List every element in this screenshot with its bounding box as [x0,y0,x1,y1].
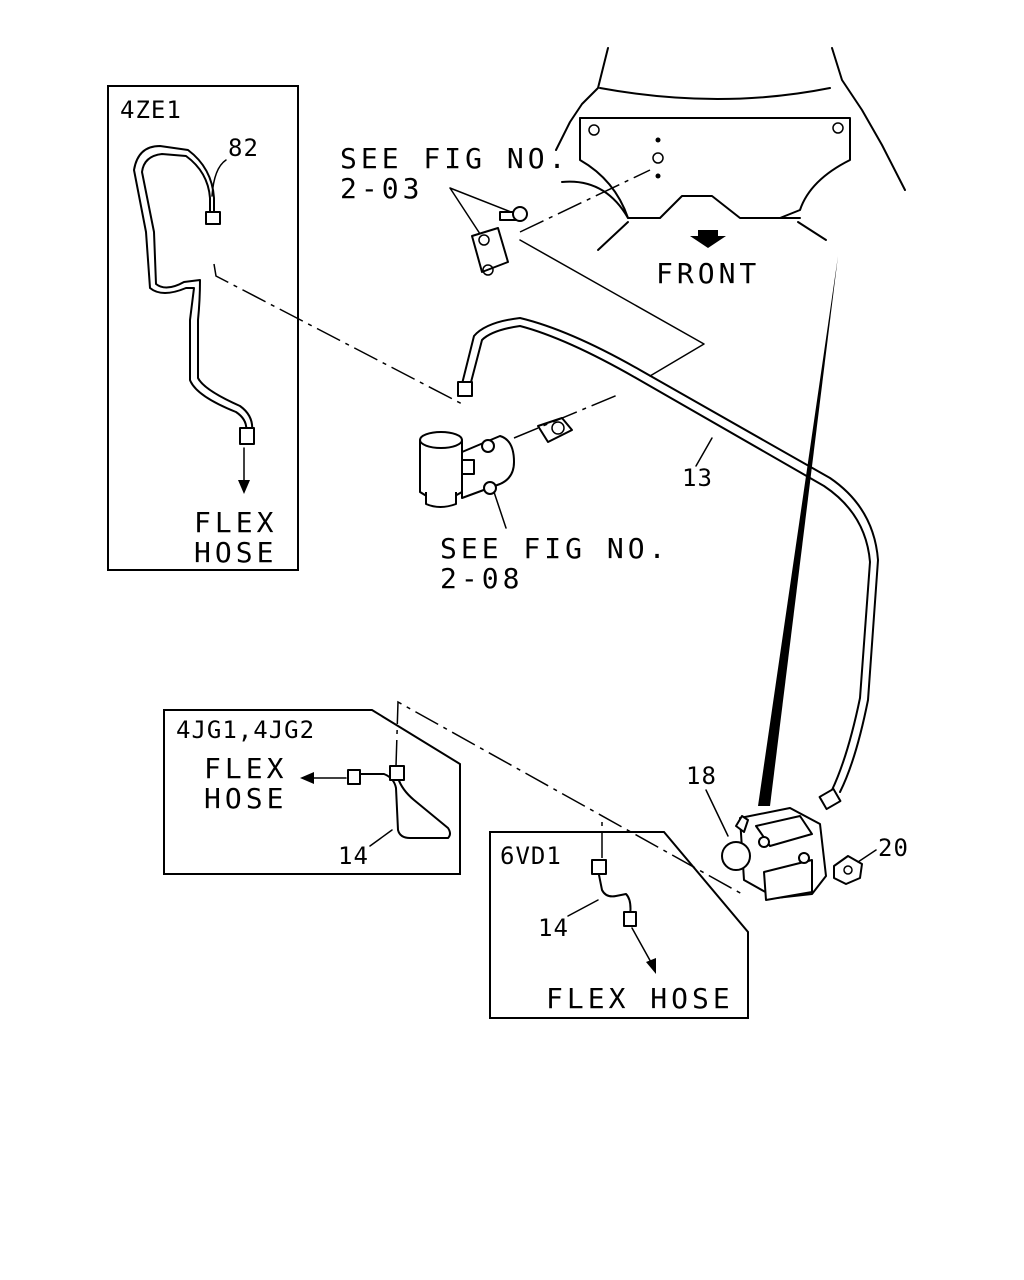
see-fig-208-leader [493,491,507,529]
callout-14-4jg-leader [369,829,393,847]
frame-rail-wedge [758,256,838,806]
flex-hose-4ze1-line1: FLEX [194,506,277,539]
callout-13: 13 [682,464,713,492]
see-fig-208-line2: 2-08 [440,562,523,595]
callout-14-4jg: 14 [338,842,369,870]
leader-203-to-pipe [519,239,705,377]
callout-20-leader [857,849,877,863]
vehicle-body-outline [519,47,906,251]
callout-20: 20 [878,834,909,862]
engine-4jg-box [163,709,461,875]
front-arrow-icon [690,230,726,248]
callout-18: 18 [686,762,717,790]
engine-4ze1-box [107,85,299,571]
flex-hose-arrow-4jg [300,772,347,784]
callout-82: 82 [228,134,259,162]
leader-4ze1-to-master-cylinder [213,263,467,407]
callout-14-6vd1: 14 [538,914,569,942]
engine-4jg-label: 4JG1,4JG2 [176,716,315,744]
bracket-bolt-part [471,206,528,276]
leader-mc-pushrod [513,393,621,439]
see-fig-203-line1: SEE FIG NO. [340,142,569,175]
pipe-82 [133,145,255,445]
pipe-14-4jg [347,765,451,839]
clutch-slave-cylinder [721,807,827,901]
see-fig-208-line1: SEE FIG NO. [440,532,669,565]
pipe-13 [457,317,879,811]
flex-hose-arrow-4ze1 [238,447,250,494]
flex-hose-4jg-line2: HOSE [204,782,287,815]
callout-13-leader [695,437,713,467]
engine-6vd1-label: 6VD1 [500,842,562,870]
pipe-14-6vd1 [591,859,637,927]
engine-6vd1-box [489,831,749,1019]
leader-4jg-to-slave [395,700,743,895]
callout-18-leader [705,789,729,837]
nut-20 [833,855,863,885]
clutch-master-cylinder [419,417,573,508]
see-fig-203-line2: 2-03 [340,172,423,205]
callout-14-6vd1-leader [567,899,599,917]
engine-4ze1-label: 4ZE1 [120,96,182,124]
flex-hose-4jg-line1: FLEX [204,752,287,785]
front-label: FRONT [656,257,760,290]
flex-hose-6vd1: FLEX HOSE [546,982,734,1015]
see-fig-203-leaders [449,187,517,241]
flex-hose-4ze1-line2: HOSE [194,536,277,569]
flex-hose-arrow-6vd1 [631,927,656,974]
